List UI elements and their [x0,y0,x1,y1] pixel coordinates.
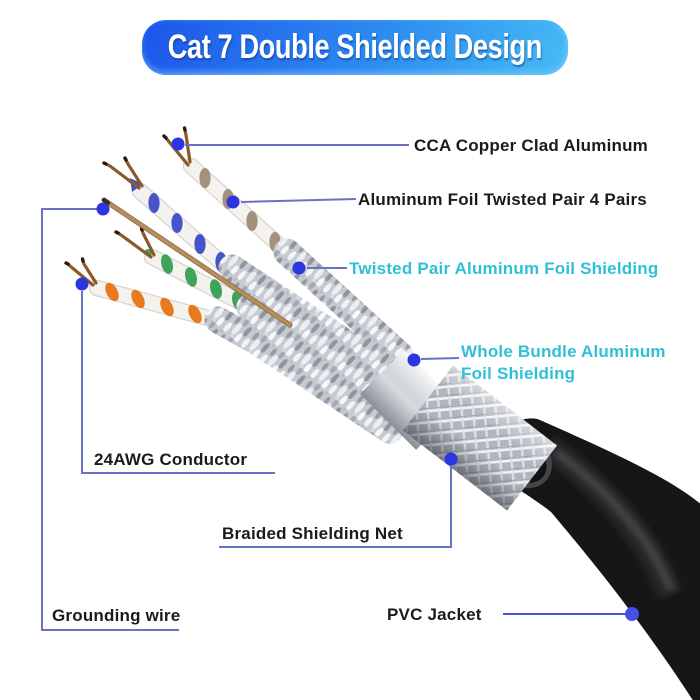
label-cca: CCA Copper Clad Aluminum [414,136,648,155]
twisted-pair-orange [88,279,228,330]
leader-grounding [41,208,179,631]
pair-foil-strands [204,238,414,444]
braided-shield [403,365,557,511]
dot-jacket [625,607,639,621]
callout-dots [75,137,639,621]
label-jacket: PVC Jacket [387,605,482,624]
dot-cca [171,137,185,151]
label-braid: Braided Shielding Net [222,524,403,543]
leader-lines [41,144,626,631]
leader-bundle-foil [420,357,460,360]
copper-tip-ends [64,126,187,266]
dot-bundle-foil [407,353,421,367]
label-grounding: Grounding wire [52,606,181,625]
dot-grounding [96,202,110,216]
dot-foil-pairs [226,195,240,209]
leader-conductor [81,291,275,474]
dot-tp-foil [292,261,306,275]
dot-conductor [75,277,89,291]
title-banner: Cat 7 Double Shielded Design [142,20,568,75]
dot-braid [444,452,458,466]
label-bundle-foil-line2: Foil Shielding [461,364,576,383]
label-bundle-foil-line1: Whole Bundle Aluminum [461,342,666,361]
label-conductor: 24AWG Conductor [94,450,248,469]
label-tp-foil: Twisted Pair Aluminum Foil Shielding [349,259,659,278]
leader-braid [219,466,452,548]
twisted-pair-blue [130,178,241,281]
label-bundle-foil: Whole Bundle Aluminum Foil Shielding [461,341,666,385]
title-text: Cat 7 Double Shielded Design [167,28,543,66]
leader-foil-pairs [240,198,357,203]
label-foil-pairs: Aluminum Foil Twisted Pair 4 Pairs [358,190,647,209]
grounding-wire [101,197,293,328]
twisted-pair-green [143,248,259,316]
